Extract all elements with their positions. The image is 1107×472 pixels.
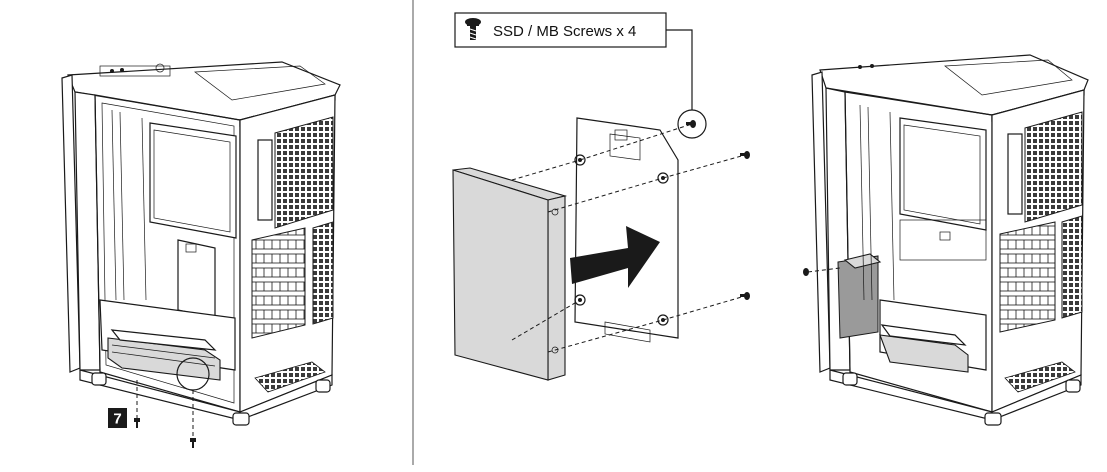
step-badge: 7 <box>108 408 127 428</box>
screw-callout: SSD / MB Screws x 4 <box>454 12 707 139</box>
callout-label: SSD / MB Screws x 4 <box>493 23 636 40</box>
left-screw-lines <box>134 380 196 448</box>
right-case-illustration <box>803 54 1089 426</box>
left-case-illustration <box>61 61 341 426</box>
step-badge-label: 7 <box>113 411 121 428</box>
center-screw-lines <box>511 123 750 353</box>
screw-icon <box>803 268 809 276</box>
screw-icon <box>134 418 140 428</box>
screw-icon <box>740 151 750 159</box>
screw-icon <box>190 438 196 448</box>
screw-icon <box>740 292 750 300</box>
callout-screw-highlight <box>677 109 707 139</box>
screw-icon <box>465 18 481 40</box>
ssd-drive <box>452 167 568 381</box>
direction-arrow <box>570 226 660 288</box>
screw-icon <box>686 120 696 128</box>
